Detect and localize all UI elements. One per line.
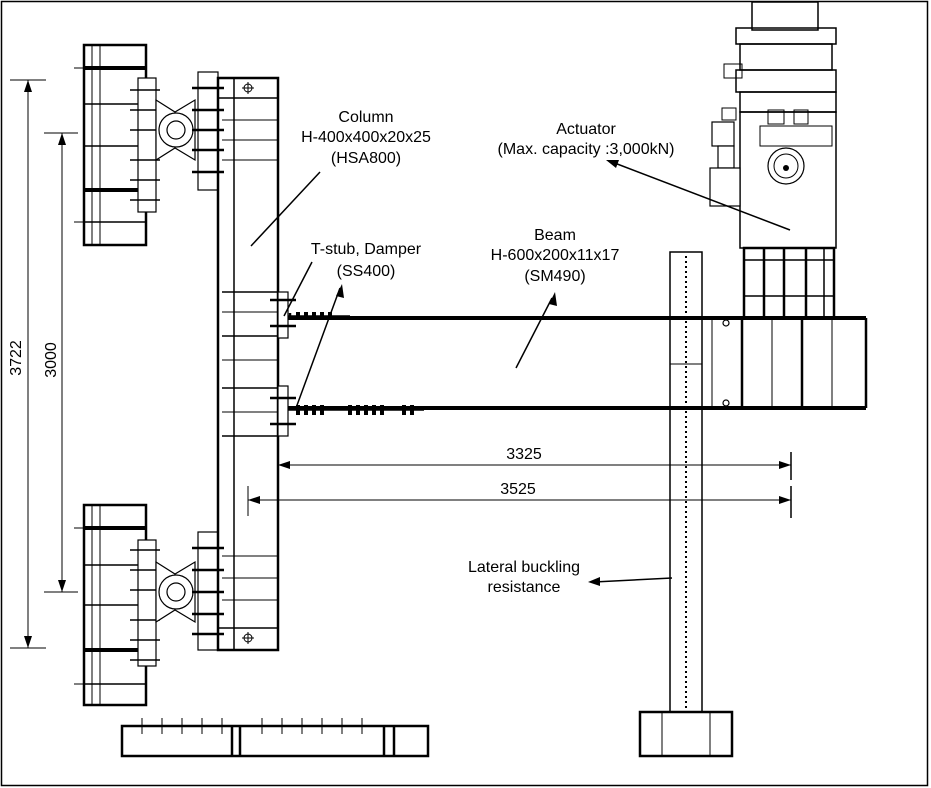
beam [288,316,868,410]
t-stub-damper-top [270,291,350,339]
dimension-inner-height [44,132,78,593]
tstub-label-material: (SS400) [337,263,396,280]
lateral-label-line2: resistance [488,579,561,596]
t-stub-damper-bottom [270,385,424,437]
column-label-material: (HSA800) [331,150,401,167]
upper-reaction-support [74,43,160,247]
dimension-span-inner [277,452,792,480]
dimension-label-3000: 3000 [43,342,60,378]
lower-reaction-support [74,503,160,707]
leader-actuator [606,160,791,231]
actuator [709,1,837,320]
actuator-label-title: Actuator [556,121,616,138]
beam-label-material: (SM490) [524,268,585,285]
upper-pin-joint [155,71,224,191]
beam-label-section: H-600x200x11x17 [491,247,620,264]
column-label-title: Column [338,109,393,126]
dimension-outer-height [10,79,46,649]
leader-tstub [283,261,344,409]
dimension-label-3325: 3325 [506,446,542,463]
lower-pin-joint [155,531,224,651]
leader-beam [515,292,557,369]
base-plate [120,718,430,758]
dimension-label-3525: 3525 [500,481,536,498]
leader-lateral [588,577,673,586]
beam-label-title: Beam [534,227,576,244]
actuator-label-capacity: (Max. capacity :3,000kN) [498,141,675,158]
column-label-section: H-400x400x20x25 [301,129,431,146]
leader-column [250,171,321,247]
dimension-span-outer [247,486,792,518]
tstub-label-title: T-stub, Damper [311,241,422,258]
lateral-label-line1: Lateral buckling [468,559,580,576]
dimension-label-3722: 3722 [8,340,25,376]
lateral-bracing-post [638,251,734,758]
column [216,76,280,652]
